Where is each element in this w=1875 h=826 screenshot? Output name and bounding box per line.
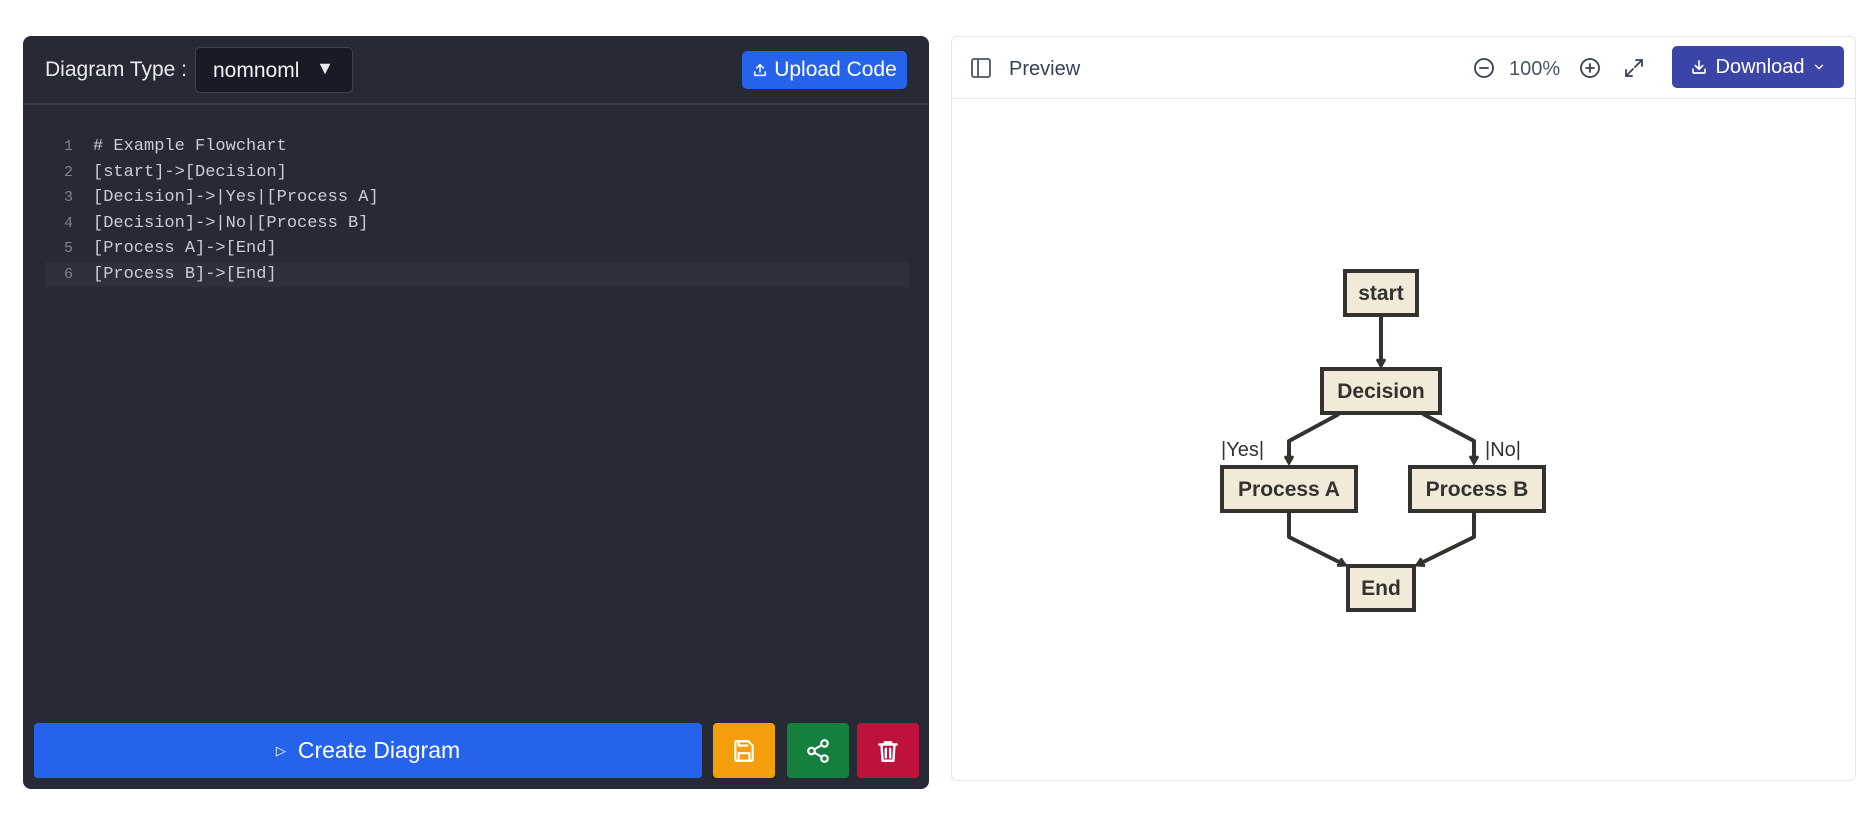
sidebar-toggle-icon[interactable]	[969, 56, 993, 80]
diagram-type-label: Diagram Type :	[45, 58, 188, 81]
diagram-canvas[interactable]: |Yes| |No| start Decision Process A Proc…	[952, 100, 1855, 780]
edge-decision-process-a	[1289, 412, 1340, 463]
preview-title: Preview	[1009, 58, 1081, 80]
code-line: 4 [Decision]->|No|[Process B]	[45, 211, 909, 237]
delete-button[interactable]	[857, 723, 919, 778]
node-decision: Decision	[1320, 367, 1442, 415]
node-end-label: End	[1361, 577, 1401, 600]
code-text: [start]->[Decision]	[93, 162, 287, 182]
line-number: 4	[63, 214, 73, 232]
code-text: [Process A]->[End]	[93, 239, 277, 258]
code-editor[interactable]: 1 # Example Flowchart 2 [start]->[Decisi…	[45, 134, 909, 287]
edge-process-b-end	[1417, 512, 1476, 565]
upload-icon	[754, 63, 767, 77]
create-diagram-button[interactable]: ▷ Create Diagram	[34, 723, 702, 778]
editor-header: Diagram Type : nomnoml ▼ Upload Code	[23, 36, 929, 105]
code-line-active: 6 [Process B]->[End]	[45, 261, 909, 287]
node-process-b-label: Process B	[1426, 478, 1529, 501]
save-button[interactable]	[713, 723, 775, 778]
code-text: [Decision]->|No|[Process B]	[93, 213, 369, 233]
diagram-type-select[interactable]: nomnoml ▼	[195, 47, 353, 93]
code-line: 3 [Decision]->|Yes|[Process A]	[45, 185, 909, 211]
code-text: [Decision]->|Yes|[Process A]	[93, 188, 379, 207]
upload-code-button[interactable]: Upload Code	[742, 51, 907, 89]
node-start-label: start	[1358, 282, 1404, 305]
node-process-a-label: Process A	[1238, 478, 1340, 501]
download-icon	[1691, 60, 1706, 74]
share-button[interactable]	[787, 723, 849, 778]
edge-decision-process-b	[1422, 412, 1474, 463]
line-number: 2	[63, 163, 73, 181]
edge-process-a-end	[1287, 512, 1345, 565]
code-text: # Example Flowchart	[93, 137, 287, 156]
code-line: 5 [Process A]->[End]	[45, 236, 909, 262]
create-diagram-label: Create Diagram	[297, 737, 461, 763]
download-label: Download	[1715, 55, 1805, 78]
preview-header: Preview 100% Download	[952, 37, 1855, 99]
node-start: start	[1343, 269, 1419, 317]
fullscreen-icon[interactable]	[1622, 56, 1646, 80]
zoom-in-icon[interactable]	[1578, 56, 1602, 80]
share-icon	[807, 738, 829, 763]
dropdown-arrow-icon: ▼	[316, 58, 334, 78]
flowchart-diagram: |Yes| |No| start Decision Process A Proc…	[1220, 269, 1546, 612]
node-end: End	[1346, 564, 1416, 612]
node-process-b: Process B	[1408, 465, 1546, 513]
download-button[interactable]: Download	[1672, 46, 1844, 88]
editor-panel: Diagram Type : nomnoml ▼ Upload Code 1 #…	[23, 36, 929, 789]
zoom-level: 100%	[1509, 58, 1561, 80]
code-line: 2 [start]->[Decision]	[45, 160, 909, 186]
diagram-type-value: nomnoml	[213, 59, 300, 82]
play-icon: ▷	[275, 742, 286, 758]
code-text: [Process B]->[End]	[93, 264, 277, 284]
line-number: 6	[63, 265, 73, 283]
line-number: 5	[63, 240, 73, 257]
upload-code-label: Upload Code	[774, 58, 897, 81]
chevron-down-icon	[1815, 64, 1824, 70]
edge-label-yes: |Yes|	[1221, 439, 1264, 461]
line-number: 3	[63, 189, 73, 206]
line-number: 1	[63, 138, 73, 155]
zoom-out-icon[interactable]	[1472, 56, 1496, 80]
node-process-a: Process A	[1220, 465, 1358, 513]
trash-icon	[878, 740, 898, 762]
save-icon	[734, 739, 754, 762]
edge-label-no: |No|	[1485, 439, 1521, 461]
code-line: 1 # Example Flowchart	[45, 134, 909, 160]
node-decision-label: Decision	[1337, 380, 1425, 403]
preview-panel: Preview 100% Download	[951, 36, 1856, 781]
